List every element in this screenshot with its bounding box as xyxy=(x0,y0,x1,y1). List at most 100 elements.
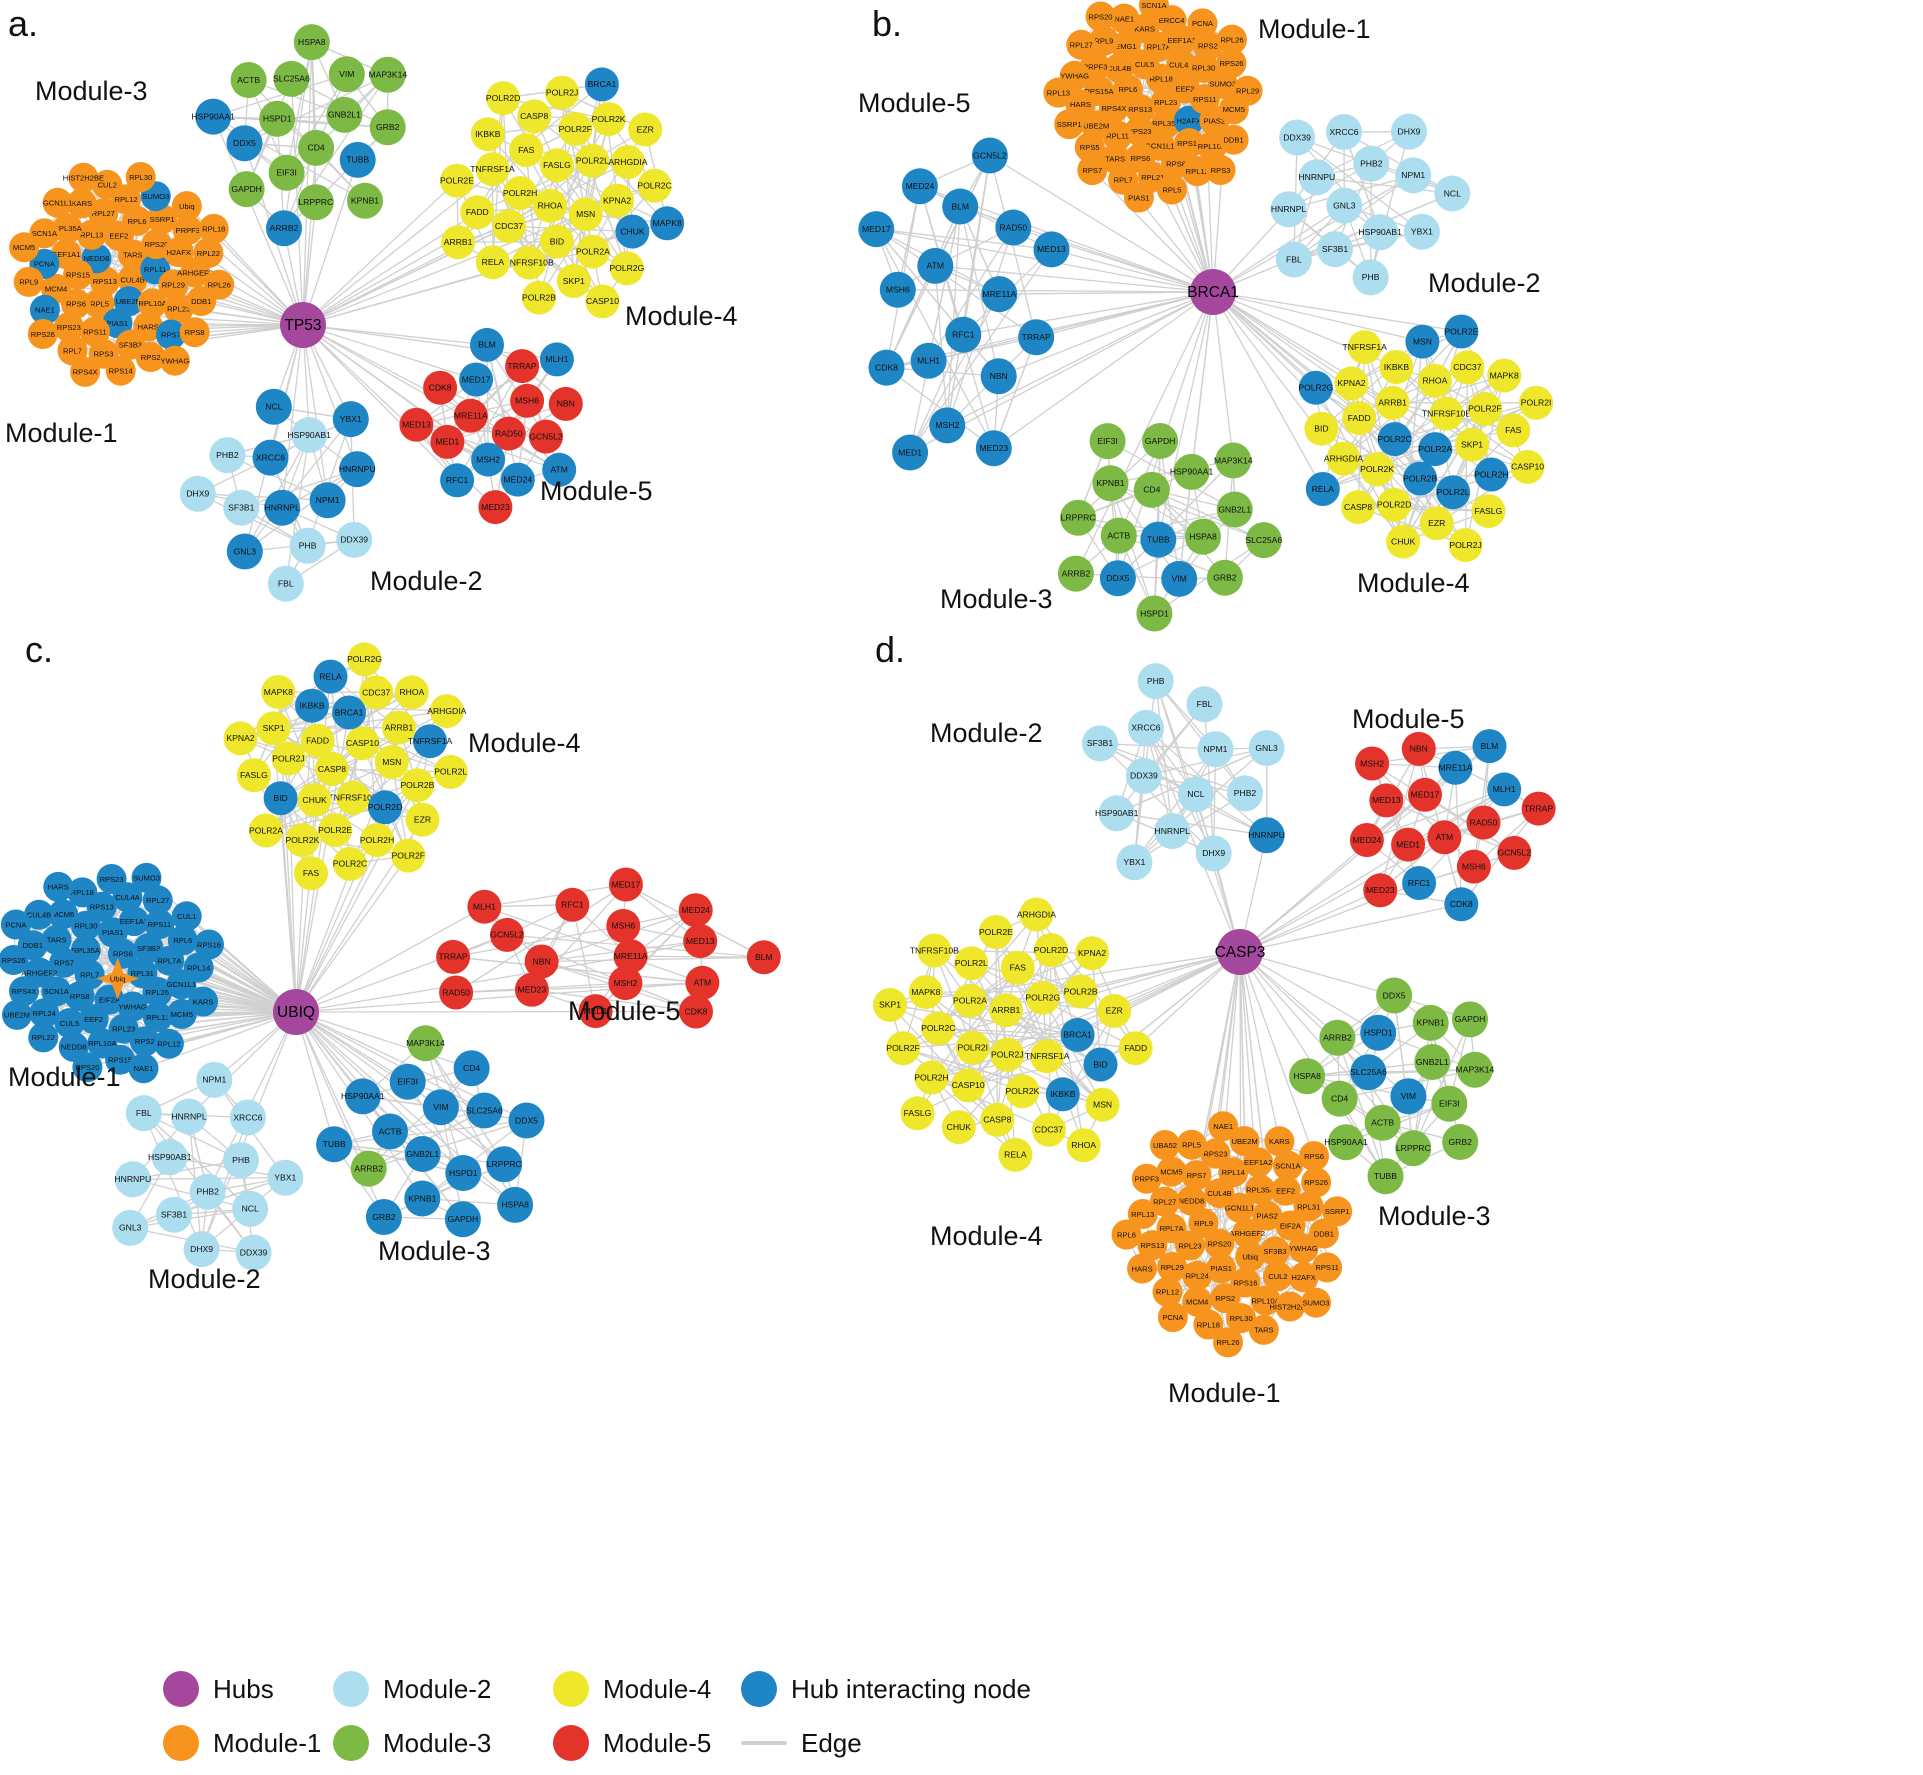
node-label: MCM5 xyxy=(1160,1168,1182,1177)
node-label: MED17 xyxy=(612,879,641,889)
node-label: HNRNPU xyxy=(339,464,376,474)
node-label: PHB2 xyxy=(196,1187,219,1197)
node-label: HIST2H2BE xyxy=(63,174,104,183)
node-LRPPRC xyxy=(486,1146,523,1183)
node-label: GAPDH xyxy=(1455,1014,1486,1024)
node-EIF3I xyxy=(1431,1085,1468,1122)
node-PHB2 xyxy=(1227,775,1263,812)
node-label: UBE2M xyxy=(116,297,142,306)
node-EIF3I xyxy=(1089,423,1126,460)
node-SF3B1 xyxy=(1082,725,1118,762)
node-label: FAS xyxy=(518,145,535,155)
node-label: HNRNPU xyxy=(114,1174,151,1184)
legend-label: Module-5 xyxy=(603,1727,712,1758)
node-ATM xyxy=(542,452,577,487)
node-RPS2 xyxy=(129,1026,160,1057)
node-RPL12 xyxy=(153,1028,184,1059)
node-SLC25A6 xyxy=(466,1092,503,1129)
node-label: MED13 xyxy=(686,936,715,946)
node-label: RPL31 xyxy=(131,969,154,978)
node-ARRB2 xyxy=(266,210,302,247)
node-label: RPS15 xyxy=(66,270,90,279)
node-VIM xyxy=(328,56,365,93)
node-label: HSP90AB1 xyxy=(1095,808,1139,818)
node-label: DHX9 xyxy=(1398,126,1421,136)
node-label: EIF3I xyxy=(1097,436,1118,446)
node-label: POLR2J xyxy=(1449,540,1481,550)
hub-label: UBIQ xyxy=(277,1004,315,1021)
node-FBL xyxy=(125,1095,162,1132)
node-label: KPNA2 xyxy=(226,733,254,743)
node-GNL3 xyxy=(1248,730,1285,766)
node-label: XRCC6 xyxy=(1131,723,1160,733)
node-label: MLH1 xyxy=(917,356,940,366)
node-PIAS1 xyxy=(1206,1253,1237,1284)
node-label: DDB1 xyxy=(191,297,211,306)
node-label: BID xyxy=(273,793,287,803)
node-label: MSN xyxy=(382,757,401,767)
node-label: MSN xyxy=(1413,336,1432,346)
node-PIAS1 xyxy=(102,308,133,339)
panel-d: NCLDDX39NPM1HNRNPLXRCC6PHB2HSP90AB1FBLDH… xyxy=(873,629,1556,1408)
node-label: RPL7 xyxy=(63,346,82,355)
node-POLR2J xyxy=(1448,528,1483,562)
node-label: RPL7 xyxy=(1114,176,1133,185)
node-PRPF3 xyxy=(172,215,203,246)
node-CASP8 xyxy=(315,752,349,786)
node-EIF3I xyxy=(268,154,305,191)
node-label: RPS13 xyxy=(1140,1241,1164,1250)
node-DDX5 xyxy=(1376,977,1413,1014)
node-label: KPNB1 xyxy=(1417,1018,1445,1028)
node-label: DDX5 xyxy=(1383,990,1406,1000)
node-label: GNB2L1 xyxy=(1416,1057,1449,1067)
node-label: MED1 xyxy=(435,437,459,447)
node-label: GRB2 xyxy=(1213,573,1237,583)
node-label: POLR2A xyxy=(953,996,987,1006)
node-MLH1 xyxy=(539,342,574,377)
node-EEF1A2 xyxy=(118,906,149,937)
node-label: SLC25A6 xyxy=(1350,1067,1387,1077)
node-MCM4 xyxy=(1182,1286,1213,1317)
node-label: RPL14 xyxy=(187,963,210,972)
node-CD4 xyxy=(453,1050,490,1087)
node-POLR2B xyxy=(522,280,556,315)
node-CDC37 xyxy=(359,675,394,710)
node-MSH2 xyxy=(929,407,966,444)
node-label: ARHGDIA xyxy=(427,706,466,716)
node-label: GCN5L2 xyxy=(1498,848,1532,858)
node-POLR2J xyxy=(271,741,306,776)
node-RPL12 xyxy=(1152,1276,1183,1307)
node-label: HARS xyxy=(1132,1264,1153,1273)
node-label: TNFRSF10B xyxy=(505,257,554,267)
node-label: SUMO3 xyxy=(133,874,160,883)
node-POLR2D xyxy=(1034,933,1068,967)
node-label: POLR2J xyxy=(546,88,578,98)
node-label: ARRB2 xyxy=(1062,568,1091,578)
node-label: ACTB xyxy=(1371,1118,1394,1128)
node-ARHGDIA xyxy=(429,694,464,729)
node-CDK8 xyxy=(868,349,905,386)
node-label: SCN1A xyxy=(32,229,58,238)
node-NBN xyxy=(548,386,583,421)
node-RFC1 xyxy=(555,887,590,922)
node-label: RPS11 xyxy=(148,920,172,929)
node-RELA xyxy=(1305,472,1340,506)
node-label: NEDD8 xyxy=(1179,1196,1205,1205)
node-YBX1 xyxy=(332,401,369,438)
node-HNRNPL xyxy=(1270,191,1307,228)
node-TNFRSF10B xyxy=(1429,396,1464,431)
node-TNFRSF1A xyxy=(1347,330,1382,365)
node-label: GNL3 xyxy=(119,1223,142,1233)
node-label: BRCA1 xyxy=(588,79,617,89)
node-label: HIST2H2BE xyxy=(1269,1302,1310,1311)
node-label: SSRP1 xyxy=(150,215,175,224)
node-label: RPL30 xyxy=(129,173,152,182)
node-label: GAPDH xyxy=(1145,436,1176,446)
node-MED1 xyxy=(430,424,465,459)
node-label: MSH2 xyxy=(613,978,637,988)
node-TRRAP xyxy=(436,939,471,974)
node-label: PIAS2 xyxy=(1204,116,1226,125)
node-POLR2J xyxy=(545,75,580,110)
node-RPL26 xyxy=(1217,24,1247,55)
node-label: MED1 xyxy=(898,447,922,457)
